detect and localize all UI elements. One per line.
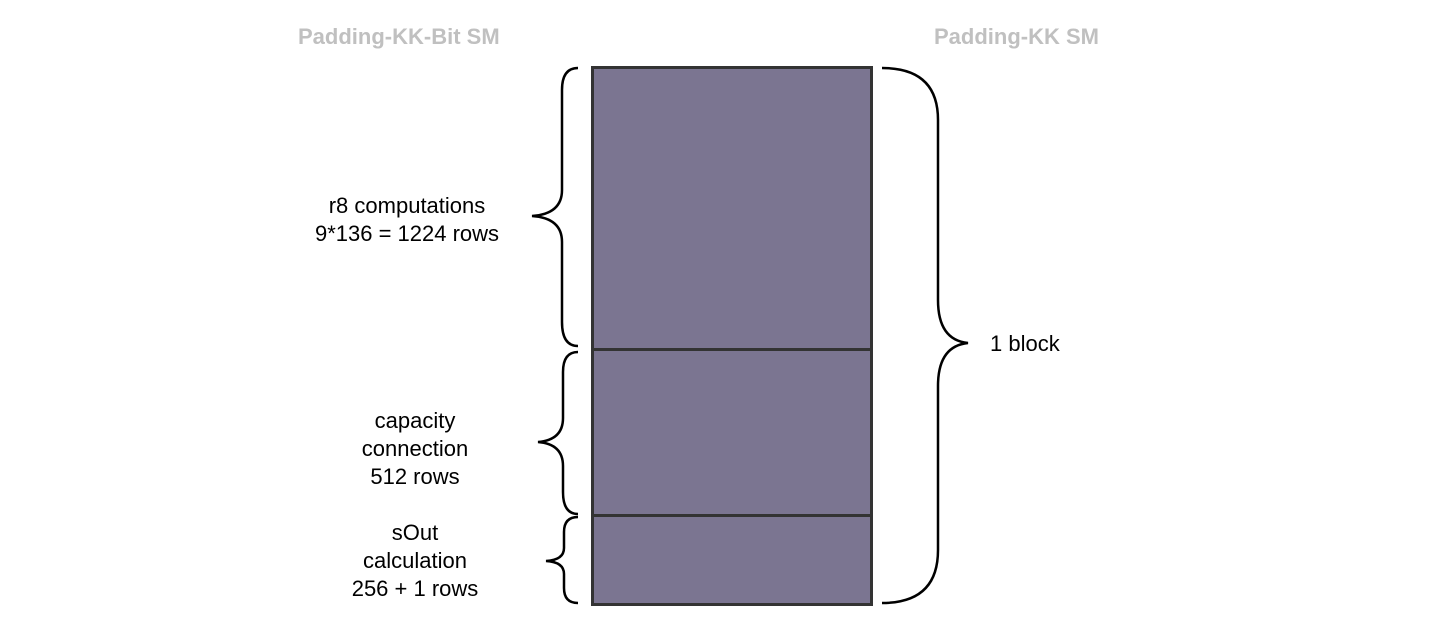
label-total-block: 1 block xyxy=(990,331,1060,356)
label-r8-computations: r8 computations 9*136 = 1224 rows xyxy=(280,192,534,248)
label-line: 512 rows xyxy=(370,464,460,489)
label-line: capacity xyxy=(374,408,456,433)
right-column-header: Padding-KK SM xyxy=(934,24,1099,49)
label-capacity-connection: capacity connection 512 rows xyxy=(330,407,500,491)
left-column-header: Padding-KK-Bit SM xyxy=(298,24,500,49)
brace-capacity xyxy=(537,350,579,516)
label-sout-calculation: sOut calculation 256 + 1 rows xyxy=(330,519,500,603)
segment-r8-computations xyxy=(591,66,873,354)
segment-sout-calculation xyxy=(591,514,873,606)
brace-total xyxy=(881,66,969,605)
label-line: 256 + 1 rows xyxy=(351,576,479,601)
segment-capacity-connection xyxy=(591,348,873,520)
label-line: connection xyxy=(361,436,469,461)
brace-r8 xyxy=(531,66,579,348)
label-line: 9*136 = 1224 rows xyxy=(314,221,500,246)
label-line: sOut xyxy=(391,520,439,545)
label-line: calculation xyxy=(363,548,467,573)
brace-sout xyxy=(545,515,579,605)
label-line: r8 computations xyxy=(328,193,486,218)
